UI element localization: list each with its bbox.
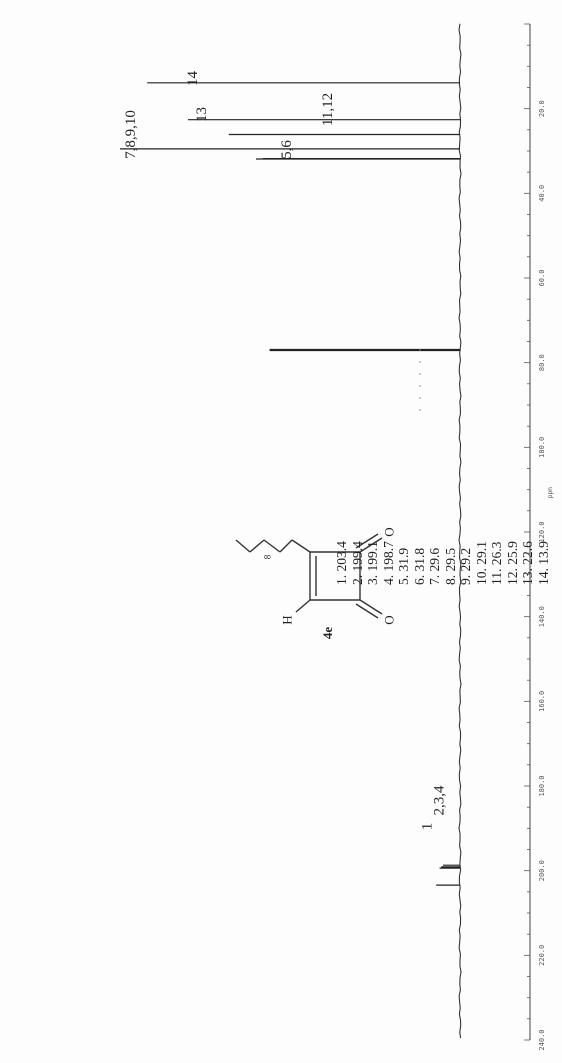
atom-h: H [279, 615, 295, 625]
chain-bond [279, 539, 293, 553]
dot-mark [419, 361, 421, 363]
peak-label-5-6: 5,6 [278, 140, 295, 159]
atom-o: O [381, 615, 397, 625]
dot-mark [419, 385, 421, 387]
bond [295, 599, 311, 613]
peak-label-11-12: 11,12 [320, 92, 337, 127]
axis-tick-label: 40.0 [538, 185, 546, 202]
axis-tick-label: 60.0 [538, 270, 546, 287]
peak-label-2-3-4: 2,3,4 [431, 785, 448, 816]
shift-entry: 10. 29.1 [473, 541, 489, 585]
carbonyl-bond [359, 537, 383, 553]
dot-mark [419, 409, 421, 411]
dot-mark [419, 373, 421, 375]
peak-label-13: 13 [194, 107, 210, 122]
shift-entry: 8. 29.5 [442, 547, 458, 585]
axis-tick-label: 140.0 [538, 606, 546, 627]
axis-tick-label: 200.0 [538, 860, 546, 881]
carbonyl-bond [355, 603, 379, 619]
compound-label: 4e [320, 626, 336, 640]
peak-label-1: 1 [419, 822, 436, 831]
molecule-structure [235, 533, 383, 619]
axis-tick-label: 240.0 [538, 1029, 546, 1050]
shift-entry: 1. 203.4 [334, 541, 349, 585]
spectrum-baseline [458, 23, 462, 1039]
chain-bond [249, 539, 265, 553]
shift-entry: 12. 25.9 [504, 541, 520, 585]
chain-bond [263, 539, 281, 553]
carbonyl-bond [355, 533, 379, 549]
carbonyl-bond [359, 599, 383, 615]
axis-tick-label: 180.0 [538, 775, 546, 796]
axis-tick-label: 20.0 [538, 100, 546, 117]
chain-bond [291, 539, 311, 553]
shift-entry: 5. 31.9 [396, 547, 411, 585]
axis-tick-label: 120.0 [538, 521, 546, 542]
shift-entry: 3. 199.1 [365, 541, 380, 585]
axis-unit-label: ppm [547, 487, 554, 498]
axis-tick-label: 100.0 [538, 437, 546, 458]
shift-entry: 9. 29.2 [458, 547, 473, 585]
shift-entry: 14. 13.9 [535, 541, 551, 585]
dot-mark [419, 397, 421, 399]
shift-entry: 6. 31.8 [411, 547, 427, 585]
peak-label-7-8-9-10: 7,8,9,10 [122, 110, 139, 159]
dot-mark [419, 349, 421, 351]
axis-tick-label: 220.0 [538, 945, 546, 966]
axis-tick-label: 80.0 [538, 354, 546, 371]
chain-subscript: 8 [262, 554, 273, 560]
axis-tick-label: 160.0 [538, 691, 546, 712]
shift-entry: 11. 26.3 [489, 541, 504, 585]
shift-entry: 13. 22.6 [520, 541, 535, 585]
peak-label-14: 14 [185, 71, 201, 86]
chain-bond [235, 539, 251, 553]
shift-entry: 2. 199.4 [349, 541, 365, 585]
shift-entry: 4. 198.7 [380, 541, 396, 585]
shift-entry: 7. 29.6 [427, 547, 442, 585]
